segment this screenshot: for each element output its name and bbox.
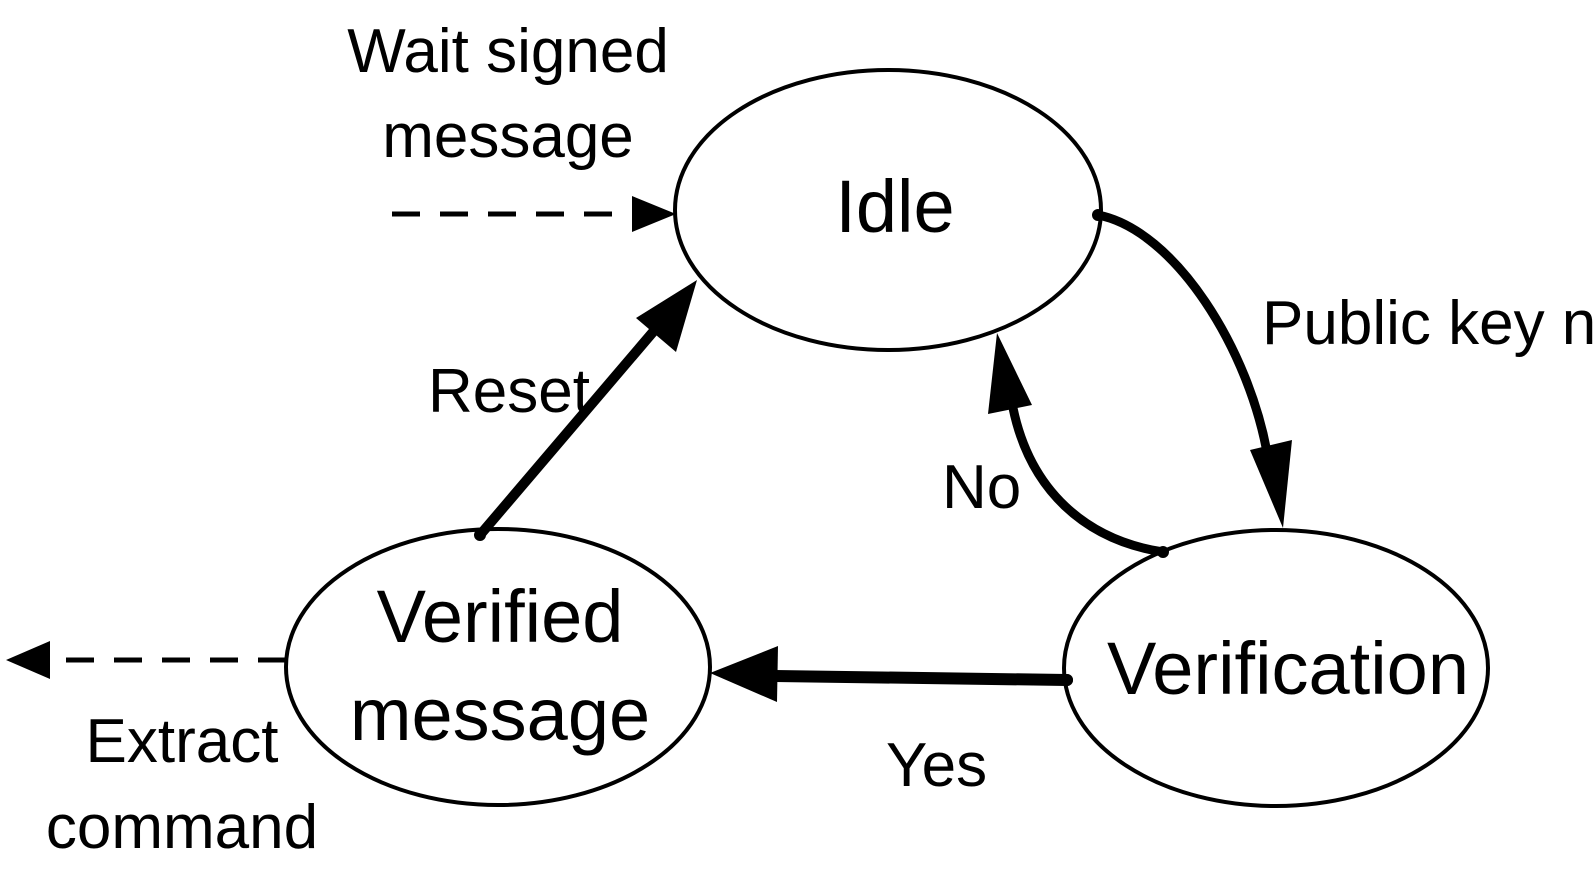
edge-no-arrowhead	[988, 333, 1032, 414]
edge-no-label: No	[942, 453, 1021, 522]
state-verification-shape	[1062, 528, 1490, 808]
exit-extract-command: Extract command	[6, 641, 318, 862]
edge-no-line	[1008, 403, 1168, 557]
entry-arrowhead	[632, 196, 676, 232]
edge-public-key-line	[1093, 210, 1273, 463]
edge-yes-start-dot	[1061, 674, 1073, 686]
edge-no-start-dot	[1157, 546, 1169, 558]
state-verified-message-shape	[284, 527, 712, 807]
exit-arrowhead	[6, 641, 50, 679]
edge-public-key-label: Public key n	[1262, 289, 1596, 358]
exit-label-line2: command	[46, 793, 318, 862]
state-verified-message-label-line1: Verified	[377, 575, 624, 658]
edge-reset-arrowhead	[636, 280, 697, 352]
edge-reset-start-dot	[474, 529, 486, 541]
edge-reset-label: Reset	[428, 357, 590, 426]
state-verified-message-label-line2: message	[350, 673, 650, 756]
state-verified-message: Verified message	[284, 527, 712, 807]
edge-reset-line	[475, 327, 658, 540]
edge-yes-line	[769, 670, 1073, 686]
edge-public-key-start-dot	[1092, 209, 1104, 221]
edge-public-key: Public key n	[1092, 209, 1596, 528]
state-idle-label: Idle	[835, 165, 954, 248]
entry-label-line2: message	[382, 102, 634, 171]
state-verification-label: Verification	[1107, 627, 1469, 710]
edge-public-key-arrowhead	[1250, 440, 1292, 528]
exit-label-line1: Extract	[86, 707, 279, 776]
state-verification: Verification	[1062, 528, 1490, 808]
entry-label-line1: Wait signed	[347, 17, 669, 86]
edge-no: No	[942, 333, 1169, 558]
edge-yes: Yes	[710, 646, 1073, 800]
entry-wait-signed-message: Wait signed message	[347, 17, 676, 232]
edge-yes-label: Yes	[886, 731, 987, 800]
edge-yes-arrowhead	[710, 646, 778, 702]
state-idle: Idle	[673, 68, 1103, 352]
edge-reset: Reset	[428, 280, 697, 541]
